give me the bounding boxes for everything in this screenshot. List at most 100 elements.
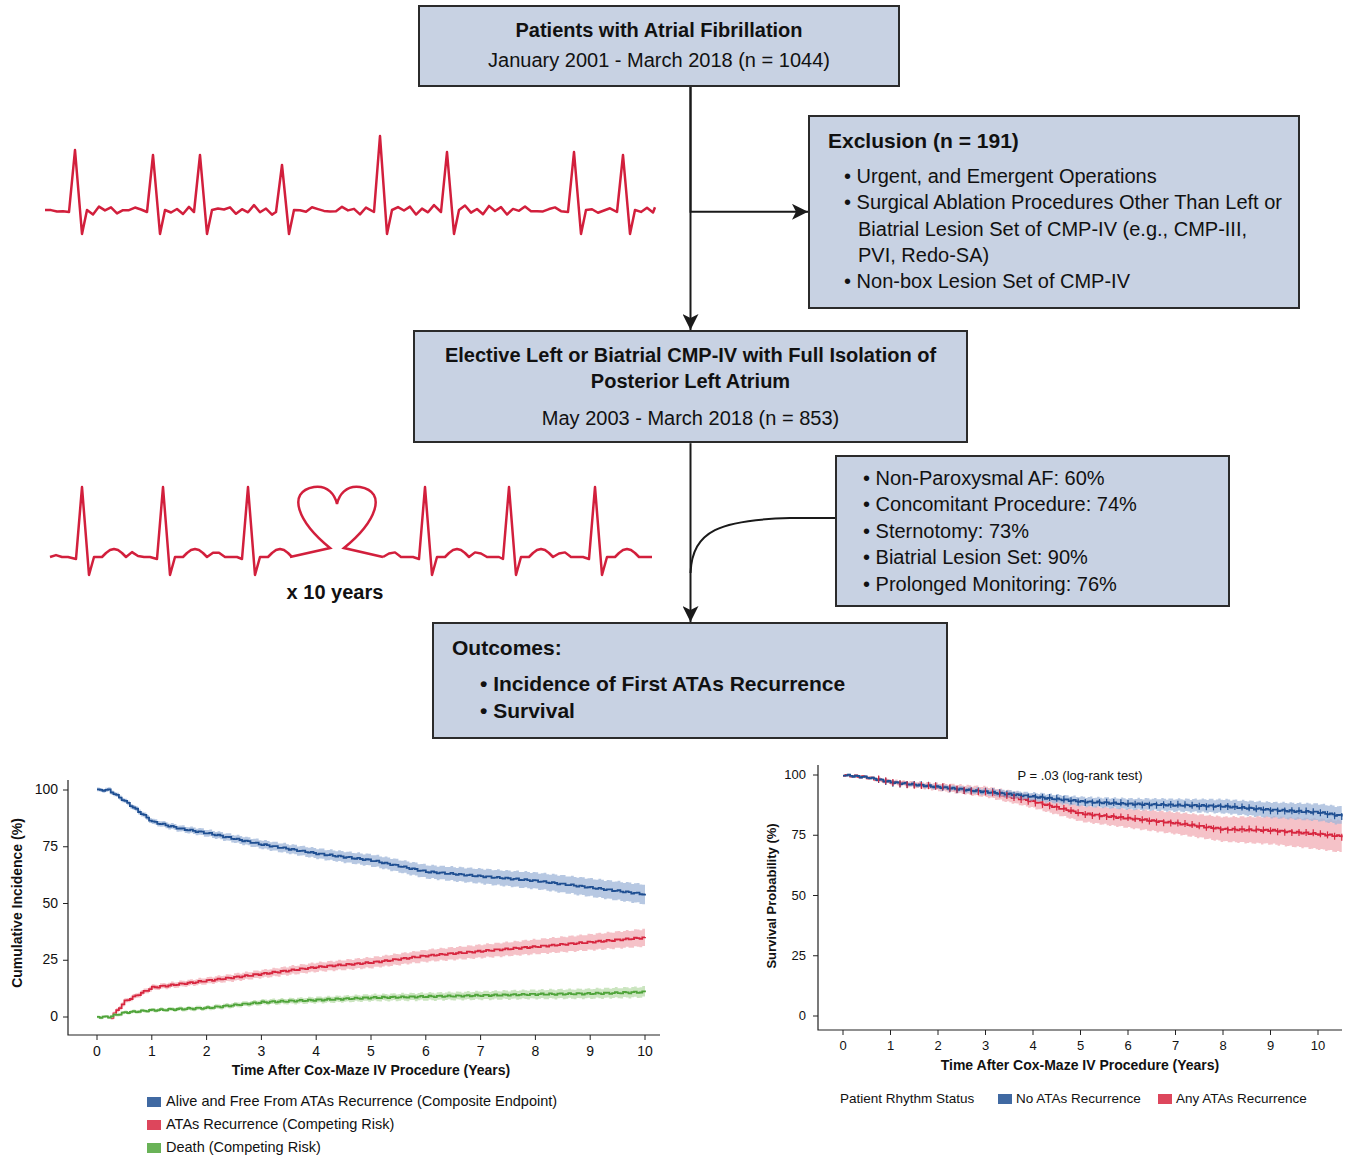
tick-mark [63,846,68,847]
censor-mark [1320,830,1321,837]
censor-mark [949,785,950,792]
tick-label: 0 [93,1044,101,1059]
afib-ecg-trace [45,136,655,234]
box-heading: Elective Left or Biatrial CMP-IV with Fu… [429,342,952,395]
curve-line [97,991,645,1017]
censor-mark [1192,821,1193,828]
tick-label: 10 [1311,1039,1325,1053]
tick-mark [151,1035,152,1040]
censor-mark [1291,829,1292,836]
left-chart [63,780,660,1040]
curve-line [111,937,645,1018]
censor-mark [1327,811,1328,818]
censor-mark [892,779,893,786]
censor-mark [935,783,936,790]
confidence-band [97,986,645,1019]
tick-label: 7 [1172,1039,1179,1053]
box-heading: Outcomes: [452,634,930,662]
legend-text: Alive and Free From ATAs Recurrence (Com… [166,1094,557,1110]
process-box: Outcomes:• Incidence of First ATAs Recur… [432,622,948,739]
tick-label: 8 [1219,1039,1226,1053]
censor-mark [1306,829,1307,836]
tick-label: 2 [934,1039,941,1053]
censor-mark [1206,803,1207,810]
censor-mark [1234,826,1235,833]
censor-mark [921,781,922,788]
censor-mark [878,776,879,783]
tick-label: 1 [887,1039,894,1053]
tick-label: 100 [35,782,58,797]
tick-mark [261,1035,262,1040]
censor-mark [1313,829,1314,836]
censor-mark [928,782,929,789]
curve-line [97,789,645,894]
censor-mark [885,778,886,785]
tick-mark [206,1035,207,1040]
censor-mark [1327,831,1328,838]
legend-text: Any ATAs Recurrence [1176,1092,1307,1107]
censor-mark [1170,819,1171,826]
process-box: • Non-Paroxysmal AF: 60%• Concomitant Pr… [835,455,1230,607]
censor-mark [914,782,915,789]
tick-mark [97,1035,98,1040]
right-chart [813,765,1342,1035]
censor-mark [971,788,972,795]
censor-mark [964,787,965,794]
censor-mark [1135,801,1136,808]
censor-mark [978,788,979,795]
box-heading: Patients with Atrial Fibrillation [434,17,884,43]
box-text: • Sternotomy: 73% [847,518,1214,544]
legend-text: ATAs Recurrence (Competing Risk) [166,1117,394,1133]
censor-mark [1163,819,1164,826]
censor-mark [1078,798,1079,805]
censor-mark [1035,799,1036,806]
censor-mark [1070,807,1071,814]
tick-label: 5 [367,1044,375,1059]
censor-mark [899,780,900,787]
legend-title: Patient Rhythm Status [840,1092,974,1107]
censor-mark [1013,794,1014,801]
censor-mark [1113,813,1114,820]
tick-mark [890,1030,891,1035]
legend-swatch [147,1120,161,1130]
censor-mark [1106,799,1107,806]
tick-mark [843,1030,844,1035]
tick-label: 4 [1029,1039,1036,1053]
tick-mark [813,1016,818,1017]
box-heading: Exclusion (n = 191) [828,127,1282,155]
tick-mark [1175,1030,1176,1035]
tick-mark [813,955,818,956]
censor-mark [971,787,972,794]
censor-mark [1156,819,1157,826]
tick-label: 9 [586,1044,594,1059]
censor-mark [1113,799,1114,806]
censor-mark [1149,802,1150,809]
censor-mark [1263,806,1264,813]
legend-text: No ATAs Recurrence [1016,1092,1141,1107]
censor-mark [1320,809,1321,816]
censor-mark [1021,796,1022,803]
censor-mark [1092,799,1093,806]
legend-text: Death (Competing Risk) [166,1140,321,1156]
censor-mark [1220,803,1221,810]
tick-mark [813,775,818,776]
process-box: Exclusion (n = 191)• Urgent, and Emergen… [808,115,1300,309]
sinus-ecg-trace [383,487,652,575]
censor-mark [1078,809,1079,816]
censor-mark [1135,815,1136,822]
censor-mark [914,781,915,788]
axis-title: Survival Probability (%) [765,823,779,968]
process-box: Elective Left or Biatrial CMP-IV with Fu… [413,330,968,443]
tick-label: 6 [422,1044,430,1059]
censor-mark [1199,822,1200,829]
tick-label: 25 [42,953,58,968]
tick-mark [1080,1030,1081,1035]
censor-mark [1284,807,1285,814]
censor-mark [1241,826,1242,833]
censor-mark [1142,802,1143,809]
box-text: May 2003 - March 2018 (n = 853) [429,405,952,431]
censor-mark [907,781,908,788]
axis-title: Time After Cox-Maze IV Procedure (Years) [232,1063,511,1078]
censor-mark [1120,813,1121,820]
box-text: • Surgical Ablation Procedures Other Tha… [828,189,1282,268]
